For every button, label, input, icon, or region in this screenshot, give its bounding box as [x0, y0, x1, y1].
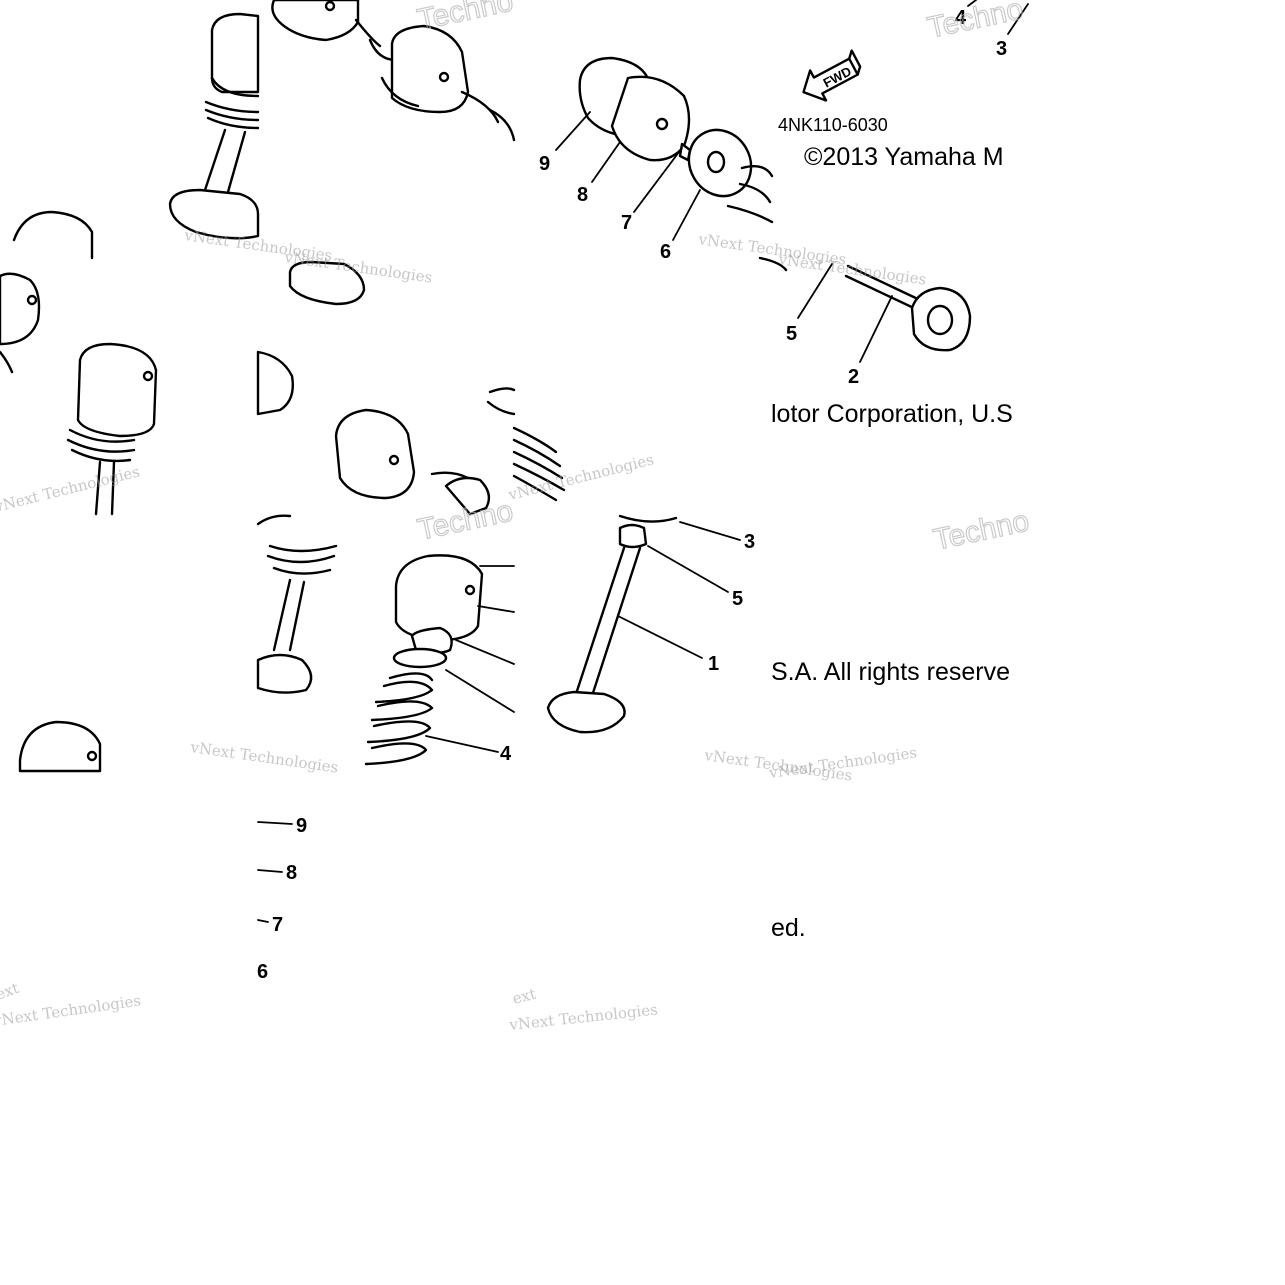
header-tile: FWD 4NK110-6030 ©2013 Yamaha M 4 3 Techn…: [778, 0, 1029, 171]
callout-label: 7: [272, 914, 283, 936]
watermark-text: ext: [0, 979, 21, 1004]
copyright-fragment: ed.: [771, 914, 806, 942]
callout-group-351: 3 5 1 S.A. All rights reserve vNext Tech…: [546, 504, 1033, 785]
callout-label: 4: [955, 7, 967, 29]
callout-group-4: 4 Techno: [256, 494, 517, 766]
side-callouts: 9 8 7 6 ed.: [257, 815, 806, 983]
callout-group-52: 5 2 lotor Corporation, U.S vNext Technol…: [758, 250, 1013, 428]
callout-label: 5: [732, 588, 743, 610]
callout-label: 8: [286, 862, 297, 884]
watermark-text: vNext Technologies: [188, 738, 339, 777]
callout-label: 2: [848, 366, 859, 388]
callout-label: 3: [996, 38, 1007, 60]
callout-label: 5: [786, 323, 797, 345]
callout-label: 7: [621, 212, 632, 234]
watermark-logo: Techno: [931, 504, 1032, 556]
tappet-tile-c: vNext Technologies: [18, 720, 340, 777]
tappet-pair-tile: Techno: [271, 0, 517, 142]
copyright-fragment: ©2013 Yamaha M: [804, 143, 1004, 171]
watermark-logo: Techno: [925, 0, 1026, 45]
valve-head-tile: vNext Technologies: [282, 248, 434, 306]
watermark-text: vNext Technologies: [0, 991, 142, 1030]
valve-assembly-tile-a: vNext Technologies: [12, 12, 334, 265]
watermark-text: vNext Technologies: [508, 1001, 659, 1035]
part-code: 4NK110-6030: [778, 115, 888, 135]
fwd-arrow-icon: FWD: [802, 49, 862, 102]
callout-label: 1: [708, 653, 719, 675]
watermark-logo: Techno: [415, 0, 516, 37]
copyright-fragment: S.A. All rights reserve: [771, 658, 1010, 686]
watermark-text: vNext Technologies: [0, 462, 142, 516]
callout-label: 6: [660, 241, 671, 263]
tappet-tile-b: [256, 350, 516, 516]
callout-label: 9: [296, 815, 307, 837]
callout-label: 4: [500, 743, 512, 765]
copyright-fragment: lotor Corporation, U.S: [771, 400, 1013, 428]
watermark-text: vNext Technologies: [776, 250, 927, 289]
callout-label: 9: [539, 153, 550, 175]
callout-label: 6: [257, 961, 268, 983]
watermark-text: ext: [511, 985, 538, 1008]
callout-label: 3: [744, 531, 755, 553]
watermarks: ext vNext Technologies ext vNext Technol…: [0, 743, 918, 1034]
callout-group-9876: 9 8 7 6 vNext Technologies: [539, 56, 848, 269]
tappet-spring-tile: vNext Technologies: [0, 272, 158, 516]
callout-label: 8: [577, 184, 588, 206]
spring-tile: vNext Technologies: [506, 426, 656, 504]
